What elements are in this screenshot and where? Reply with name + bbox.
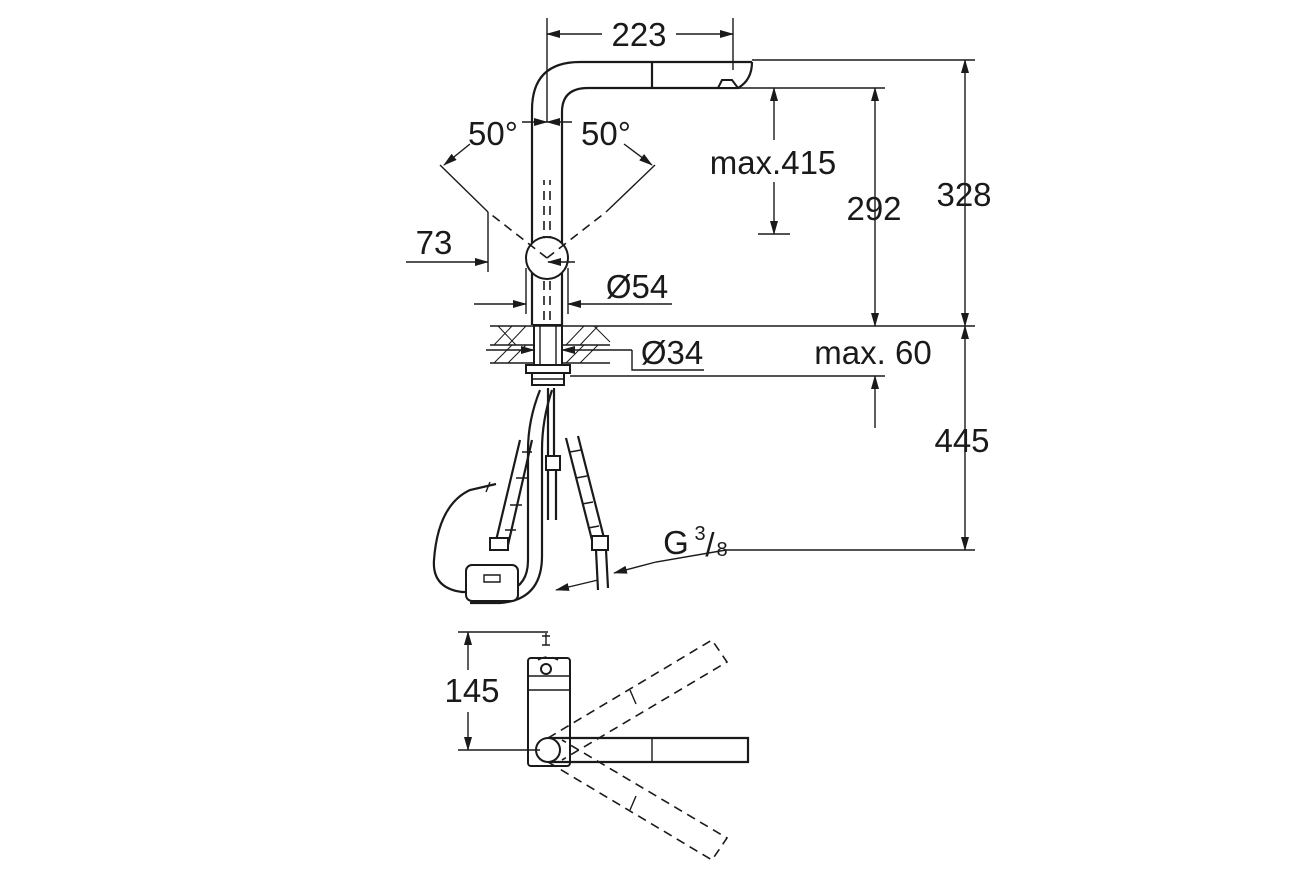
dim-max-415: max.415 xyxy=(710,144,837,181)
countertop-hatching xyxy=(490,325,975,364)
dim-swivel-left: 50° xyxy=(468,115,518,152)
faucet-plan-view xyxy=(527,633,750,862)
dim-thread-numerator: 3 xyxy=(694,523,705,545)
dim-thread-slash: / xyxy=(705,526,715,563)
hoses xyxy=(432,388,610,605)
dim-445: 445 xyxy=(934,422,989,459)
dim-292: 292 xyxy=(846,190,901,227)
dimension-lines xyxy=(406,18,975,751)
dim-145: 145 xyxy=(444,672,499,709)
faucet-side-view xyxy=(439,60,754,386)
dim-thread-denominator: 8 xyxy=(716,539,727,561)
dim-73: 73 xyxy=(416,224,453,261)
dim-diameter-34: Ø34 xyxy=(641,334,703,371)
dim-thread-g: G xyxy=(663,524,689,561)
dim-diameter-54: Ø54 xyxy=(606,268,668,305)
dim-swivel-right: 50° xyxy=(581,115,631,152)
dim-223: 223 xyxy=(611,16,666,53)
dim-328: 328 xyxy=(936,176,991,213)
dim-max-60: max. 60 xyxy=(814,334,931,371)
